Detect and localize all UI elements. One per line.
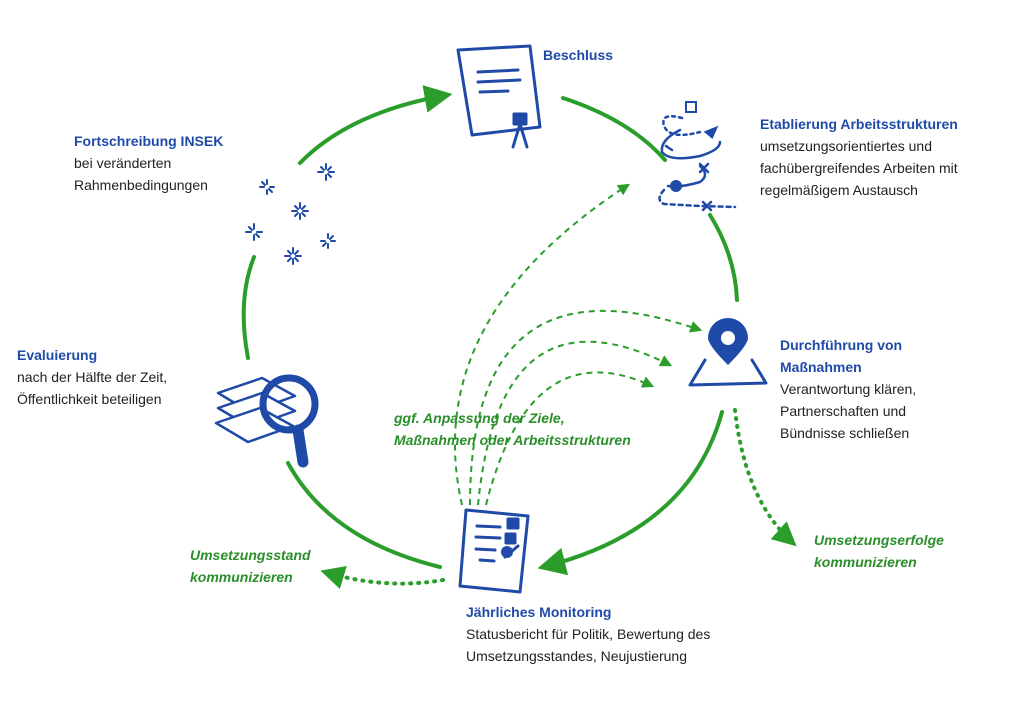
stage-durchfuehrung: Durchführung von Maßnahmen Verantwortung… bbox=[780, 334, 916, 444]
sparkles-icon bbox=[245, 163, 336, 265]
note-line: Umsetzungsstand bbox=[190, 547, 311, 563]
arc-evaluierung-to-fortschreibung bbox=[241, 255, 256, 360]
stage-desc-line: umsetzungsorientiertes und bbox=[760, 138, 932, 154]
cycle-arcs bbox=[241, 85, 739, 576]
stage-title: Etablierung Arbeitsstrukturen bbox=[760, 116, 958, 132]
stage-fortschreibung: Fortschreibung INSEK bei veränderten Rah… bbox=[74, 130, 223, 196]
map-pin-icon bbox=[688, 318, 768, 387]
arrow-umsetzungsstand bbox=[320, 566, 445, 590]
document-signature-icon bbox=[456, 44, 542, 149]
feedback-arcs bbox=[454, 183, 703, 506]
arc-fortschreibung-to-beschluss bbox=[298, 85, 453, 165]
stage-monitoring: Jährliches Monitoring Statusbericht für … bbox=[466, 601, 710, 667]
feedback-to-etablierung bbox=[454, 183, 631, 506]
stage-desc-line: Rahmenbedingungen bbox=[74, 177, 208, 193]
stage-title: Jährliches Monitoring bbox=[466, 604, 612, 620]
stage-desc-line: Bündnisse schließen bbox=[780, 425, 910, 441]
feedback-to-durchfuehrung-3 bbox=[485, 371, 655, 506]
stage-title-line: Maßnahmen bbox=[780, 359, 862, 375]
arc-monitoring-to-evaluierung bbox=[286, 461, 442, 569]
arrow-umsetzungserfolge bbox=[733, 408, 797, 547]
note-line: ggf. Anpassung der Ziele, bbox=[394, 410, 565, 426]
note-umsetzungserfolge: Umsetzungserfolge kommunizieren bbox=[814, 529, 944, 573]
feedback-to-durchfuehrung-2 bbox=[477, 340, 673, 506]
note-line: Maßnahmen oder Arbeitsstrukturen bbox=[394, 432, 631, 448]
stage-title: Beschluss bbox=[543, 47, 614, 63]
note-line: kommunizieren bbox=[814, 554, 917, 570]
arc-etablierung-to-durchfuehrung bbox=[708, 213, 739, 302]
route-path-icon bbox=[658, 101, 737, 212]
arc-beschluss-to-etablierung bbox=[561, 96, 667, 162]
stage-desc-line: fachübergreifendes Arbeiten mit bbox=[760, 160, 958, 176]
magnifier-layers-icon bbox=[214, 374, 319, 468]
stage-etablierung: Etablierung Arbeitsstrukturen umsetzungs… bbox=[760, 113, 958, 201]
stage-desc-line: bei veränderten bbox=[74, 155, 172, 171]
note-line: kommunizieren bbox=[190, 569, 293, 585]
stage-desc-line: Öffentlichkeit beteiligen bbox=[17, 391, 162, 407]
stage-desc-line: Verantwortung klären, bbox=[780, 381, 917, 397]
stage-desc-line: Statusbericht für Politik, Bewertung des bbox=[466, 626, 711, 642]
arc-durchfuehrung-to-monitoring bbox=[537, 410, 724, 576]
stage-title: Fortschreibung INSEK bbox=[74, 133, 224, 149]
stage-desc-line: Umsetzungsstandes, Neujustierung bbox=[466, 648, 688, 664]
checklist-icon bbox=[458, 508, 530, 594]
stage-title: Evaluierung bbox=[17, 347, 98, 363]
stage-desc-line: nach der Hälfte der Zeit, bbox=[17, 369, 168, 385]
stage-desc-line: Partnerschaften und bbox=[780, 403, 907, 419]
note-umsetzungsstand: Umsetzungsstand kommunizieren bbox=[190, 544, 311, 588]
note-line: Umsetzungserfolge bbox=[814, 532, 944, 548]
note-anpassung: ggf. Anpassung der Ziele, Maßnahmen oder… bbox=[394, 407, 631, 451]
stage-evaluierung: Evaluierung nach der Hälfte der Zeit, Öf… bbox=[17, 344, 167, 410]
stage-beschluss: Beschluss bbox=[543, 44, 613, 66]
stage-title-line: Durchführung von bbox=[780, 337, 903, 353]
communication-arrows bbox=[320, 408, 797, 590]
stage-desc-line: regelmäßigem Austausch bbox=[760, 182, 918, 198]
